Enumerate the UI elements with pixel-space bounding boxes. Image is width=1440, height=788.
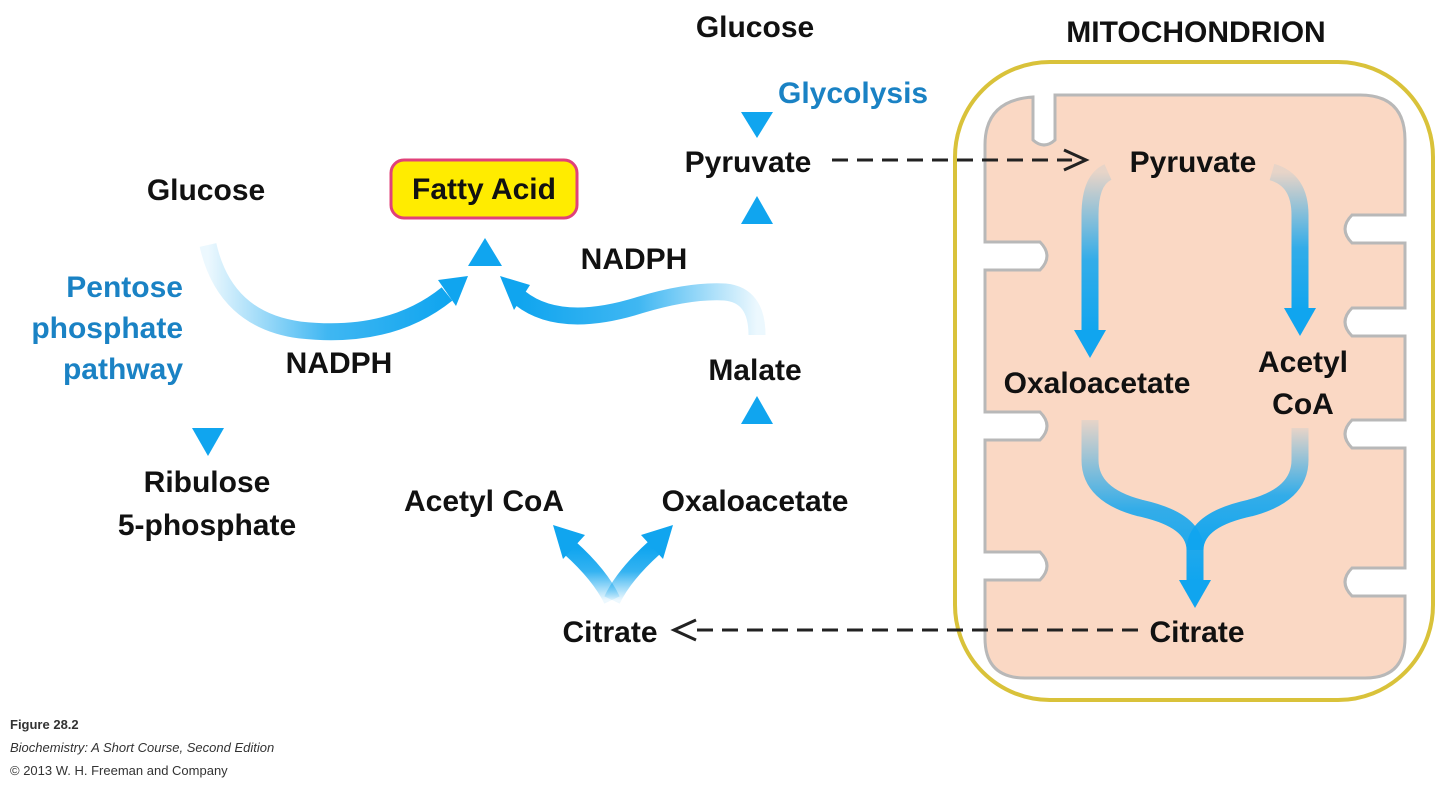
- malate-to-pyruvate-arrow: [741, 196, 773, 340]
- acetyl-mito-label-line1: Acetyl: [1258, 346, 1348, 379]
- glucose-top-label: Glucose: [696, 11, 814, 44]
- pentose-label-line1: Pentose: [66, 271, 183, 304]
- pyruvate-mito-label: Pyruvate: [1130, 146, 1257, 179]
- oxaloacetate-to-malate-arrow: [741, 396, 773, 480]
- pentose-label-line2: phosphate: [31, 312, 183, 345]
- citrate-mito-label: Citrate: [1149, 616, 1244, 649]
- nadph-right-label: NADPH: [581, 243, 688, 276]
- malate-label: Malate: [708, 354, 801, 387]
- nadph-left-label: NADPH: [286, 347, 393, 380]
- mitochondrion-title: MITOCHONDRION: [1066, 16, 1325, 49]
- pyruvate-cytosol-label: Pyruvate: [685, 146, 812, 179]
- nadph-left-arrow: [199, 242, 468, 341]
- citrate-split-arrow: [553, 525, 673, 604]
- fatty-acid-box: [389, 158, 579, 220]
- acetyl-mito-label-line2: CoA: [1272, 388, 1334, 421]
- figure-number: Figure 28.2: [10, 717, 79, 732]
- glycolysis-label: Glycolysis: [778, 77, 928, 110]
- figure-copyright: © 2013 W. H. Freeman and Company: [10, 763, 228, 778]
- glycolysis-arrow: [741, 52, 773, 138]
- pyruvate-to-acetyl-coa-arrow: [1269, 163, 1316, 336]
- citrate-cytosol-label: Citrate: [562, 616, 657, 649]
- pyruvate-to-oxaloacetate-arrow: [1074, 164, 1113, 358]
- glucose-left-label: Glucose: [147, 174, 265, 207]
- figure-book: Biochemistry: A Short Course, Second Edi…: [10, 740, 274, 755]
- oxaloacetate-cytosol-label: Oxaloacetate: [662, 485, 849, 518]
- citrate-transport-arrow: [670, 618, 1138, 642]
- oxaloacetate-mito-label: Oxaloacetate: [1004, 367, 1191, 400]
- ribulose-label-line1: Ribulose: [144, 466, 271, 499]
- pentose-label-line3: pathway: [63, 353, 183, 386]
- condensation-to-citrate-arrow: [1081, 420, 1309, 608]
- pyruvate-transport-arrow: [832, 148, 1090, 172]
- nadph-right-arrow: [500, 276, 766, 336]
- acetyl-coa-cytosol-label: Acetyl CoA: [404, 485, 564, 518]
- acetyl-coa-to-fatty-acid-arrow: [468, 238, 502, 472]
- ribulose-label-line2: 5-phosphate: [118, 509, 296, 542]
- fatty-acid-label: Fatty Acid: [412, 173, 556, 206]
